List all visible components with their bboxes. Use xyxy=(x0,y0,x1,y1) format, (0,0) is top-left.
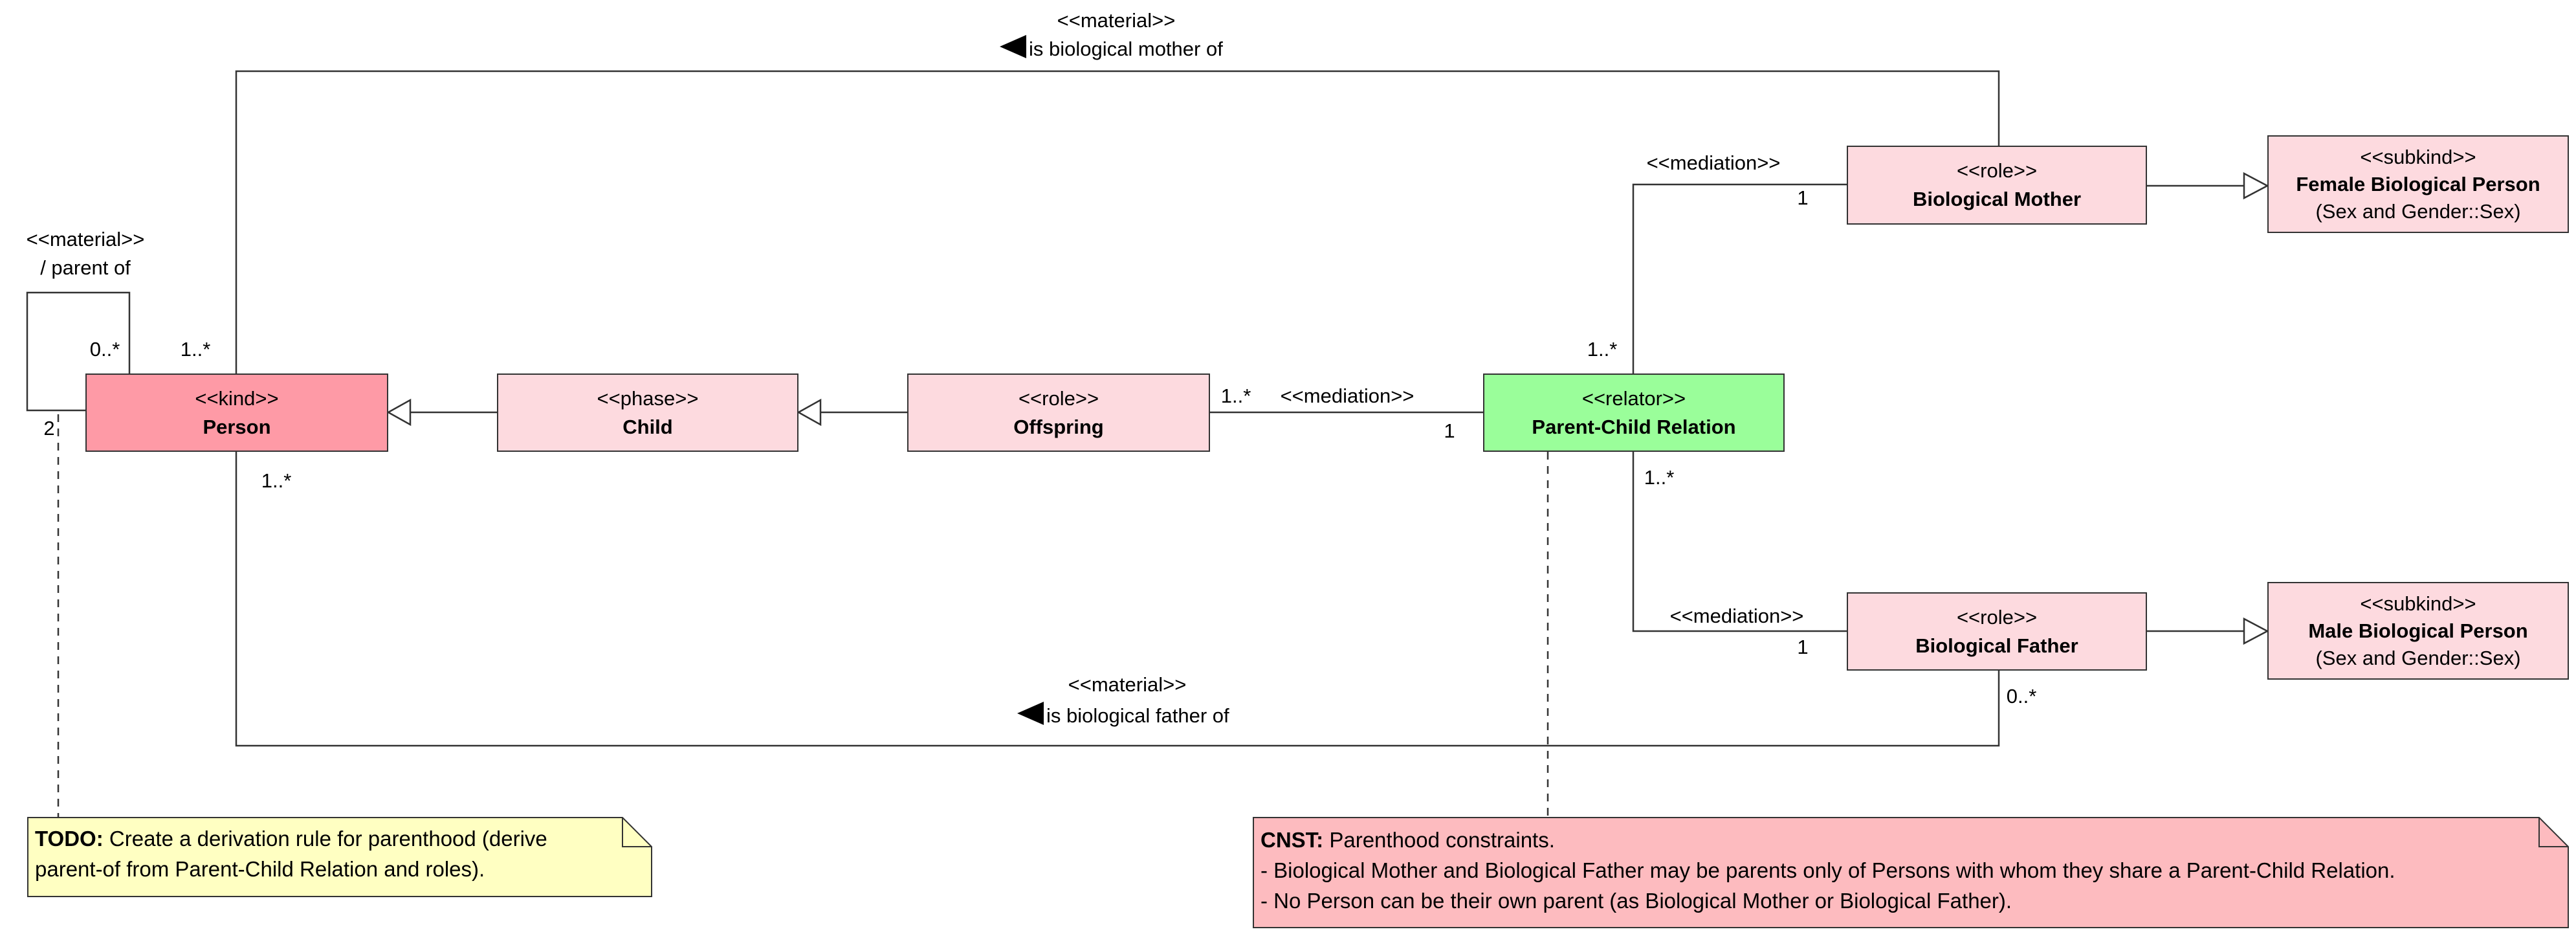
class-biological-father[interactable]: <<role>> Biological Father xyxy=(1847,592,2147,671)
mult-person-bottom: 1..* xyxy=(261,469,292,492)
father-mediation-line xyxy=(1632,452,1847,632)
class-offspring-stereotype: <<role>> xyxy=(1018,386,1099,410)
mother-female-arrowhead xyxy=(2243,172,2269,200)
cnst-note-text1: Parenthood constraints. xyxy=(1323,828,1555,852)
class-person-name: Person xyxy=(203,415,271,438)
mult-offspring-right: 1..* xyxy=(1221,384,1251,407)
class-parent-child-relation[interactable]: <<relator>> Parent-Child Relation xyxy=(1483,373,1785,452)
parent-of-stereotype: <<material>> xyxy=(27,228,145,251)
mother-of-label: is biological mother of xyxy=(1029,38,1223,60)
class-offspring[interactable]: <<role>> Offspring xyxy=(907,373,1210,452)
class-relation-stereotype: <<relator>> xyxy=(1581,386,1686,410)
father-of-line xyxy=(235,452,2000,747)
mult-father-left: 1 xyxy=(1797,636,1808,658)
mother-of-stereotype: <<material>> xyxy=(1057,9,1176,32)
todo-note-shape xyxy=(27,817,652,897)
parent-of-self-line xyxy=(26,291,131,412)
cnst-note[interactable]: CNST: Parenthood constraints. - Biologic… xyxy=(1253,819,2547,927)
todo-note[interactable]: TODO: Create a derivation rule for paren… xyxy=(27,818,629,896)
father-of-label: is biological father of xyxy=(1046,704,1229,727)
class-relation-name: Parent-Child Relation xyxy=(1532,415,1736,438)
mult-mother-left: 1 xyxy=(1797,186,1808,209)
cnst-note-line2: - Biological Mother and Biological Fathe… xyxy=(1260,858,2395,882)
father-of-direction-icon xyxy=(1017,702,1044,725)
mult-person-top: 1..* xyxy=(181,338,211,361)
mult-relation-bottom: 1..* xyxy=(1644,466,1675,489)
class-male-package: (Sex and Gender::Sex) xyxy=(2315,646,2521,669)
todo-note-line2: parent-of from Parent-Child Relation and… xyxy=(35,857,485,881)
class-child-name: Child xyxy=(622,415,673,438)
offspring-child-arrowhead xyxy=(797,398,822,427)
mult-relation-top: 1..* xyxy=(1587,338,1618,361)
mult-relation-left: 1 xyxy=(1444,419,1455,442)
class-female-stereotype: <<subkind>> xyxy=(2360,145,2476,168)
father-of-stereotype: <<material>> xyxy=(1068,673,1187,696)
class-male-name: Male Biological Person xyxy=(2308,619,2528,642)
todo-note-label: TODO: xyxy=(35,827,104,851)
mother-of-direction-icon xyxy=(1000,35,1026,58)
class-child[interactable]: <<phase>> Child xyxy=(497,373,798,452)
mediation-offspring-label: <<mediation>> xyxy=(1281,384,1415,407)
cnst-note-line1: CNST: Parenthood constraints. xyxy=(1260,825,2539,855)
mediation-father-label: <<mediation>> xyxy=(1670,605,1804,627)
cnst-note-line3: - No Person can be their own parent (as … xyxy=(1260,889,2012,913)
class-male-biological-person[interactable]: <<subkind>> Male Biological Person (Sex … xyxy=(2267,582,2569,680)
todo-note-text1: Create a derivation rule for parenthood … xyxy=(103,827,547,851)
class-child-stereotype: <<phase>> xyxy=(597,386,699,410)
father-male-arrowhead xyxy=(2243,617,2269,645)
mediation-mother-label: <<mediation>> xyxy=(1647,151,1781,174)
mother-mediation-line xyxy=(1632,183,1847,374)
class-person[interactable]: <<kind>> Person xyxy=(85,373,388,452)
cnst-note-shape xyxy=(1253,817,2569,928)
class-female-package: (Sex and Gender::Sex) xyxy=(2315,199,2521,223)
class-female-biological-person[interactable]: <<subkind>> Female Biological Person (Se… xyxy=(2267,135,2569,233)
class-biological-mother[interactable]: <<role>> Biological Mother xyxy=(1847,146,2147,225)
mult-self-bottom: 2 xyxy=(43,417,54,440)
class-person-stereotype: <<kind>> xyxy=(195,386,279,410)
class-offspring-name: Offspring xyxy=(1013,415,1104,438)
mult-father-bottom: 0..* xyxy=(2007,685,2037,708)
parent-of-label: / parent of xyxy=(40,256,131,279)
cnst-note-label: CNST: xyxy=(1260,828,1324,852)
class-father-stereotype: <<role>> xyxy=(1956,605,2038,629)
mother-of-line xyxy=(235,70,2000,374)
class-female-name: Female Biological Person xyxy=(2296,172,2540,195)
class-father-name: Biological Father xyxy=(1915,634,2078,657)
child-person-arrowhead xyxy=(386,398,412,427)
class-male-stereotype: <<subkind>> xyxy=(2360,592,2476,615)
todo-note-line1: TODO: Create a derivation rule for paren… xyxy=(35,823,621,854)
class-mother-name: Biological Mother xyxy=(1912,188,2082,210)
mult-self-top: 0..* xyxy=(90,338,120,361)
class-mother-stereotype: <<role>> xyxy=(1956,159,2038,182)
